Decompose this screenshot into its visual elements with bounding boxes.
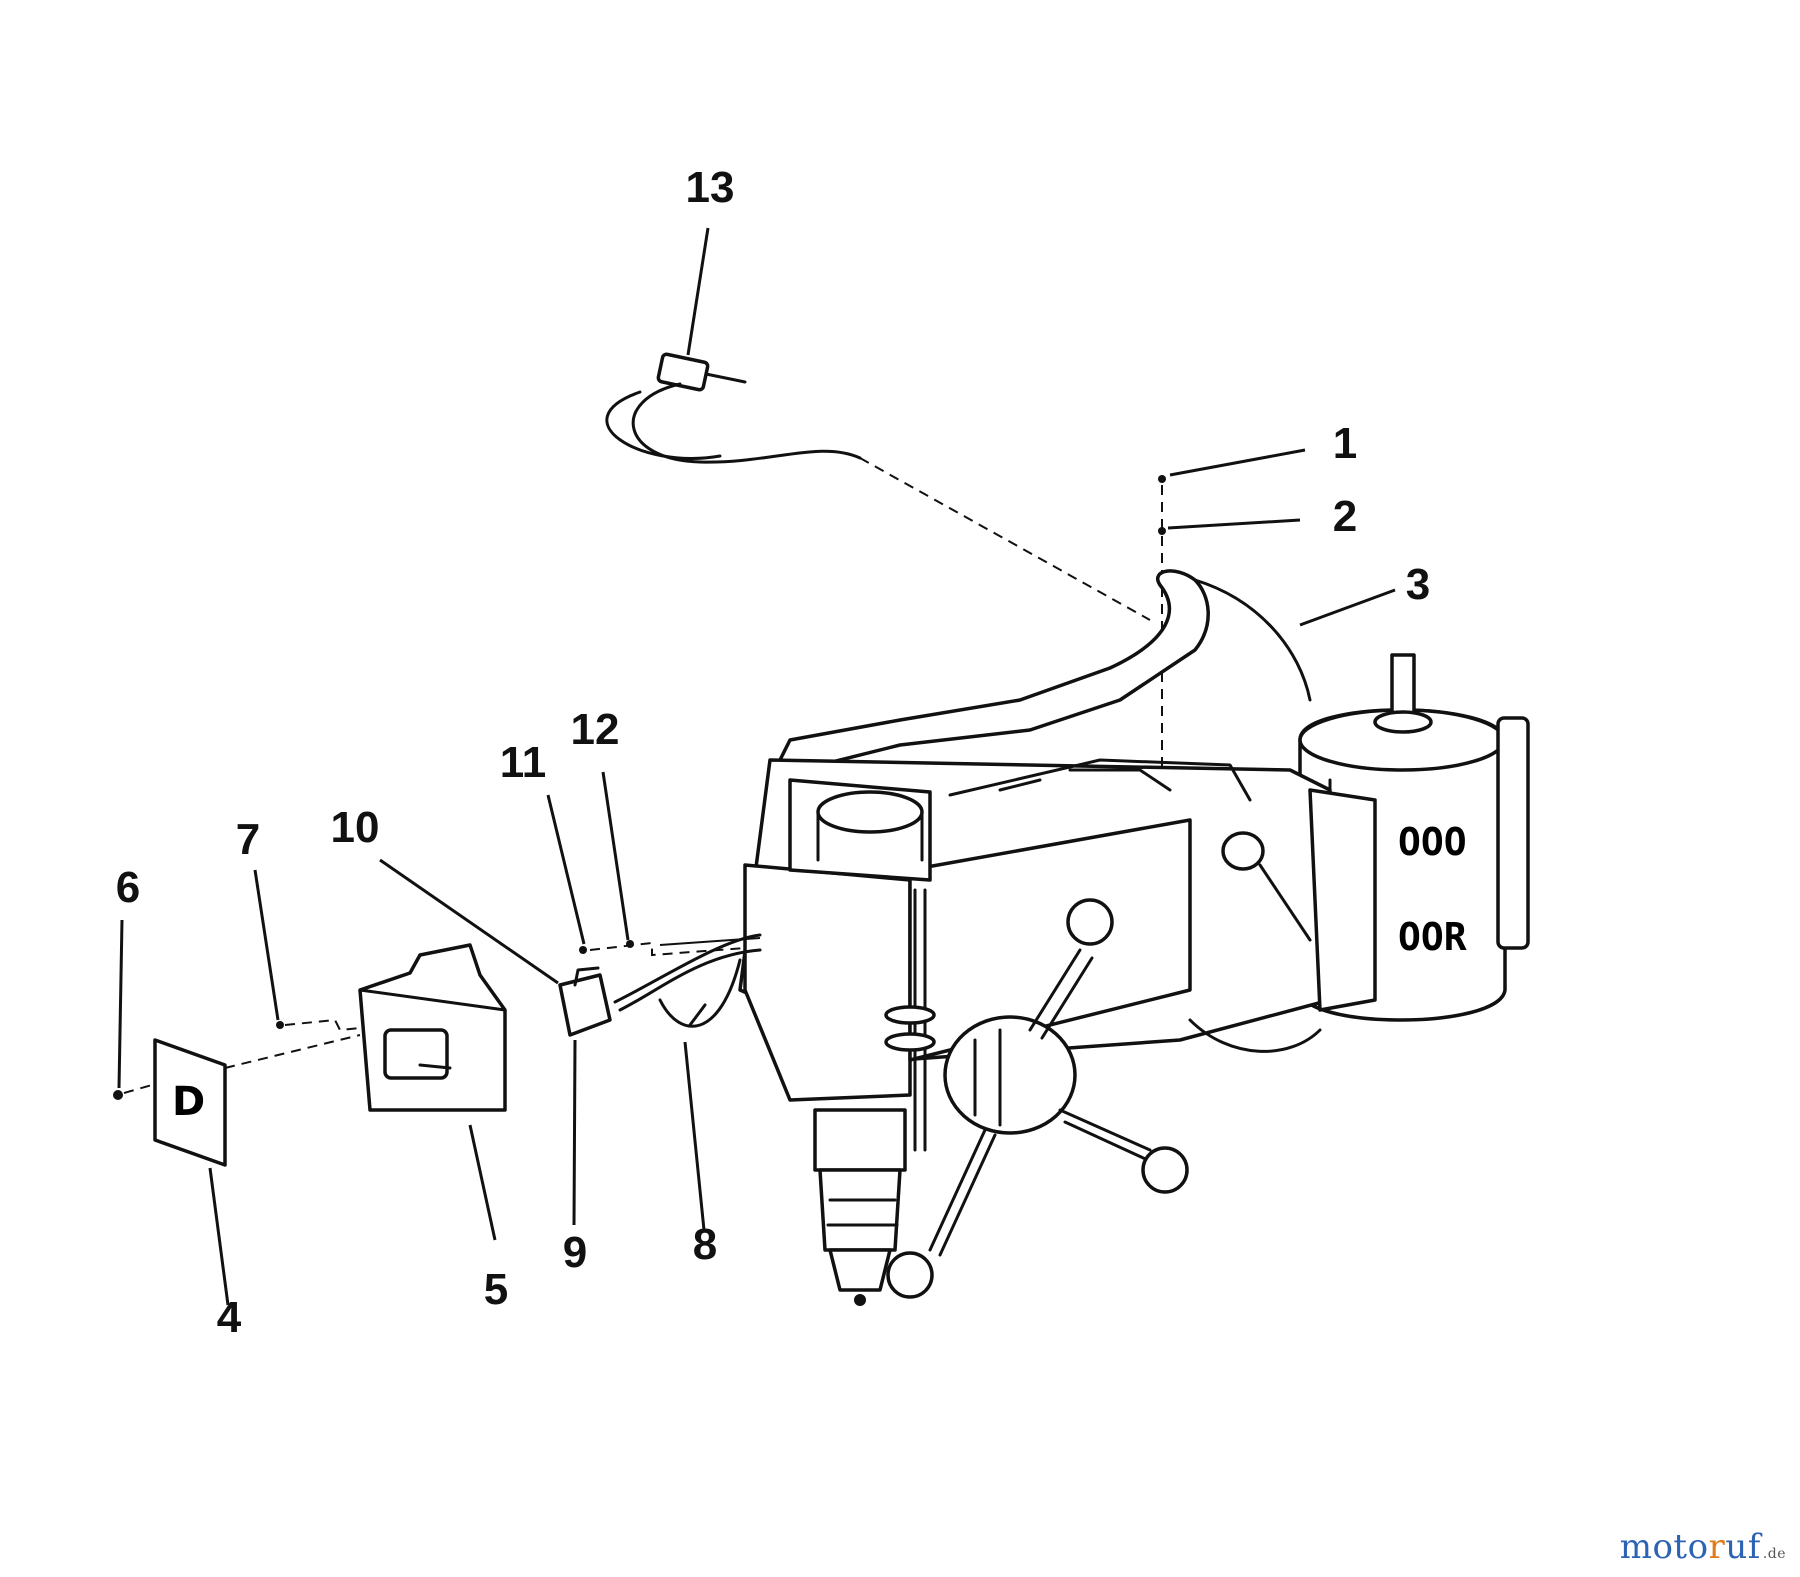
svg-text:OOR: OOR <box>1398 915 1467 959</box>
leader-lines <box>117 227 1396 1306</box>
callout-3: 3 <box>1405 560 1431 609</box>
watermark-part-4: .de <box>1762 1546 1786 1562</box>
callout-8: 8 <box>692 1220 718 1269</box>
part-5-switch-box <box>358 943 507 1112</box>
part-13-power-cord <box>605 352 1151 621</box>
internal-wiring <box>613 933 762 1028</box>
svg-text:D: D <box>172 1079 205 1125</box>
callout-1: 1 <box>1332 419 1358 468</box>
callout-10: 10 <box>330 803 380 852</box>
parts-6-7-screws <box>113 1018 361 1100</box>
callout-12: 12 <box>570 705 620 754</box>
drill-press-head <box>738 758 1377 1306</box>
part-10-switch <box>558 966 612 1037</box>
callout-5: 5 <box>483 1265 509 1314</box>
callout-9: 9 <box>562 1228 588 1277</box>
part-4-plate: D <box>153 1038 227 1167</box>
parts-11-12-screws <box>579 940 746 957</box>
watermark-part-2: r <box>1708 1527 1726 1567</box>
callout-13: 13 <box>685 163 735 212</box>
callout-4: 4 <box>216 1293 242 1342</box>
svg-text:OOO: OOO <box>1398 820 1467 864</box>
callout-2: 2 <box>1332 492 1358 541</box>
callout-11: 11 <box>499 738 547 787</box>
watermark-part-1: moto <box>1619 1527 1709 1567</box>
part-3-bracket <box>778 569 1312 772</box>
callout-6: 6 <box>115 863 141 912</box>
watermark-part-3: uf <box>1725 1527 1761 1567</box>
motoruf-watermark: motoruf.de <box>1620 1527 1786 1567</box>
callout-7: 7 <box>235 815 261 864</box>
